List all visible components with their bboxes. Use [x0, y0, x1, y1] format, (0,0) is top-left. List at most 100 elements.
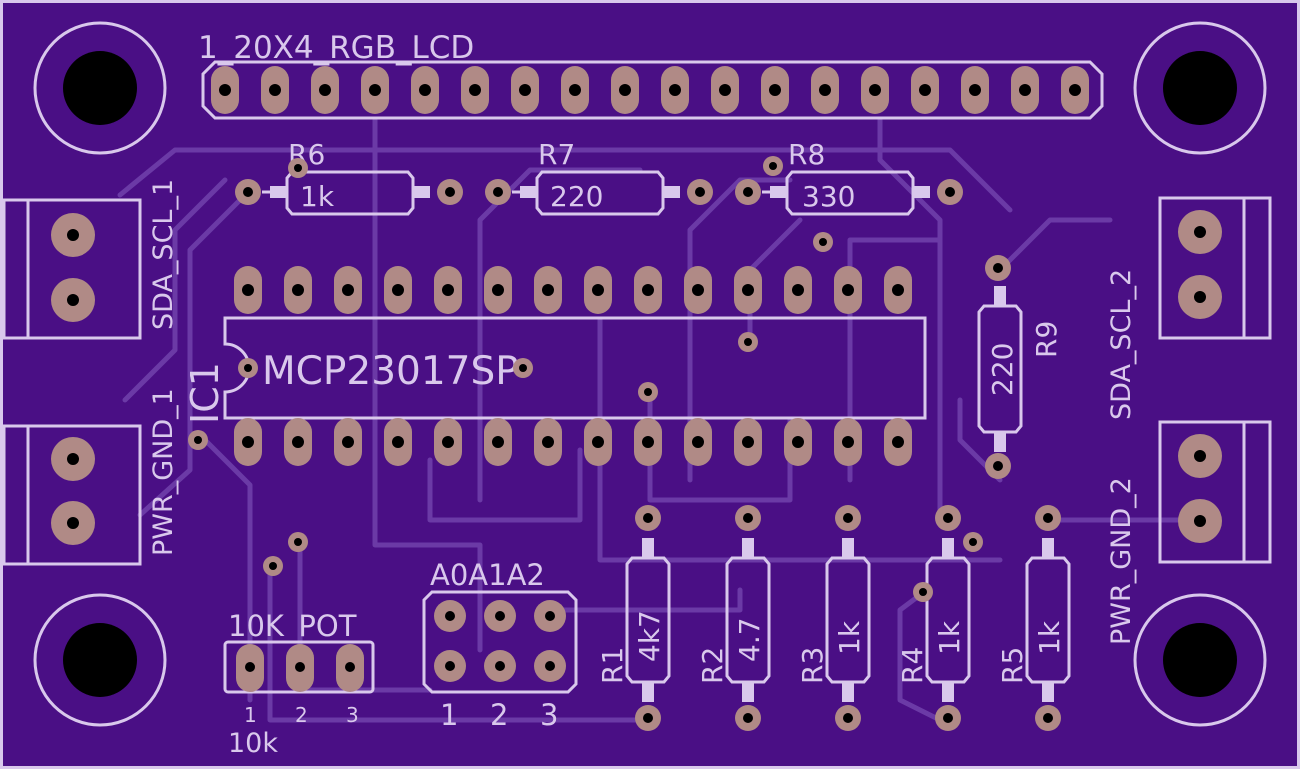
ic-pin-pad: [234, 418, 262, 466]
ic-pin-pad: [834, 418, 862, 466]
ic-pin-pad: [434, 266, 462, 314]
lcd-pin-pad: [1061, 66, 1089, 114]
ic-pin-pad: [284, 266, 312, 314]
ic-pin-pad: [534, 418, 562, 466]
pwr-gnd-1-label: PWR_GND_1: [148, 388, 179, 556]
via: [513, 358, 533, 378]
resistor-r2: 4.7R2: [696, 505, 771, 731]
via: [638, 382, 658, 402]
ic-pin-pad: [884, 266, 912, 314]
lcd-pin-pad: [1011, 66, 1039, 114]
resistor-r7: R7 220: [485, 138, 713, 216]
via: [288, 532, 308, 552]
ic1-mcp23017: IC1 MCP23017SP: [183, 266, 927, 466]
ic-pin-pad: [234, 266, 262, 314]
r9-ref: R9: [1030, 321, 1063, 358]
ic-pin-pad: [484, 266, 512, 314]
lcd-pin-pad: [311, 66, 339, 114]
pot-value: 10k: [228, 728, 278, 759]
ic-pin-pad: [384, 266, 412, 314]
ic-pin-pad: [734, 266, 762, 314]
lcd-pin-pad: [511, 66, 539, 114]
ic-pin-pad: [634, 266, 662, 314]
resistor-value: 1k: [933, 620, 966, 655]
address-jumper-pin-3: 3: [540, 698, 558, 732]
resistor-ref: R1: [596, 647, 629, 684]
pot-pin-1: 1: [244, 703, 257, 727]
resistor-ref: R3: [796, 647, 829, 684]
ic-pin-pad: [884, 418, 912, 466]
lcd-pin-pad: [911, 66, 939, 114]
via: [763, 156, 783, 176]
ic1-ref: IC1: [183, 362, 227, 424]
address-jumper-pin-1: 1: [440, 698, 458, 732]
lcd-pin-pad: [811, 66, 839, 114]
resistor-value: 4k7: [633, 610, 666, 662]
lcd-pin-pad: [261, 66, 289, 114]
connector-pwr-gnd-1: PWR_GND_1: [2, 388, 179, 566]
resistor-ref: R5: [996, 647, 1029, 684]
ic-pin-pad: [734, 418, 762, 466]
lcd-pin-pad: [661, 66, 689, 114]
resistor-ref: R4: [896, 647, 929, 684]
vias: [188, 156, 983, 602]
ic-pin-pad: [584, 266, 612, 314]
potentiometer-10k: 10K_POT 1 2 3 10k: [223, 609, 375, 759]
lcd-pin-pad: [411, 66, 439, 114]
sda-scl-2-label: SDA_SCL_2: [1106, 269, 1137, 420]
address-jumper-pin-2: 2: [490, 698, 508, 732]
pot-pin-2: 2: [295, 703, 308, 727]
r6-value: 1k: [300, 180, 335, 213]
ic-pin-pad: [434, 418, 462, 466]
via: [738, 332, 758, 352]
connector-sda-scl-2: SDA_SCL_2: [1106, 196, 1272, 420]
via: [188, 430, 208, 450]
lcd-pin-pad: [461, 66, 489, 114]
lcd-header: 1_20X4_RGB_LCD: [198, 30, 1104, 120]
ic-pin-pad: [634, 418, 662, 466]
r7-ref: R7: [538, 138, 575, 171]
ic-pin-pad: [284, 418, 312, 466]
via: [913, 582, 933, 602]
ic-pin-pad: [784, 266, 812, 314]
r9-value: 220: [986, 343, 1019, 396]
connector-pwr-gnd-2: PWR_GND_2: [1106, 420, 1272, 645]
copper-traces: [117, 117, 1203, 723]
connector-sda-scl-1: SDA_SCL_1: [2, 179, 179, 340]
mounting-holes: [33, 21, 1267, 727]
lcd-pin-pad: [761, 66, 789, 114]
via: [263, 556, 283, 576]
ic-pin-pad: [484, 418, 512, 466]
resistor-value: 4.7: [733, 617, 766, 662]
lcd-pin-pad: [711, 66, 739, 114]
ic-pin-pad: [334, 418, 362, 466]
lcd-pin-pad: [561, 66, 589, 114]
pot-pin-3: 3: [346, 703, 359, 727]
r8-value: 330: [802, 180, 855, 213]
lcd-pin-pad: [361, 66, 389, 114]
ic-pin-pad: [534, 266, 562, 314]
via: [963, 532, 983, 552]
resistor-ref: R2: [696, 647, 729, 684]
ic-pin-pad: [384, 418, 412, 466]
via: [288, 158, 308, 178]
resistor-value: 1k: [1033, 620, 1066, 655]
resistor-value: 1k: [833, 620, 866, 655]
lcd-pin-pad: [611, 66, 639, 114]
r7-value: 220: [550, 180, 603, 213]
sda-scl-1-label: SDA_SCL_1: [148, 179, 179, 330]
ic-pin-pad: [834, 266, 862, 314]
ic-pin-pad: [684, 418, 712, 466]
resistor-r9: 220 R9: [977, 255, 1063, 479]
pwr-gnd-2-label: PWR_GND_2: [1106, 477, 1137, 645]
lcd-header-label: 1_20X4_RGB_LCD: [198, 30, 474, 66]
address-jumper-a0a1a2: A0A1A2 1 2 3: [422, 558, 578, 732]
ic-pin-pad: [684, 266, 712, 314]
ic-pin-pad: [584, 418, 612, 466]
